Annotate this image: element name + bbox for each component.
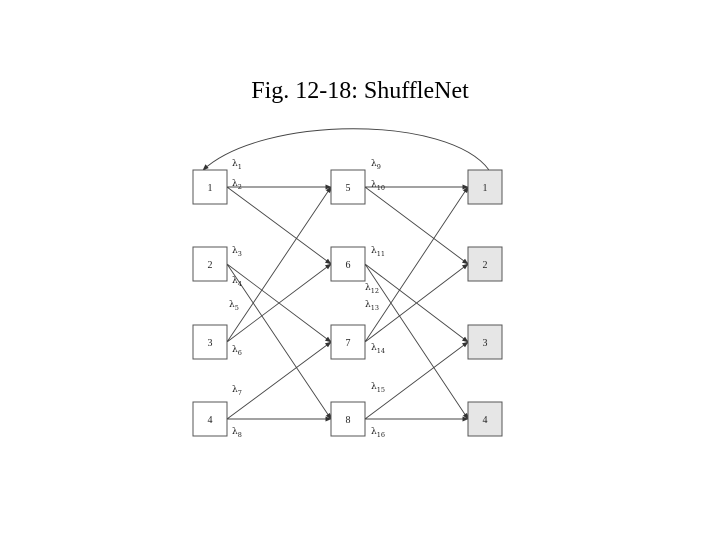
edge-m7-d2	[364, 263, 469, 343]
node-label: 6	[346, 260, 351, 271]
edge-s2-m8	[226, 263, 332, 420]
wavelength-label: λ10	[371, 180, 385, 192]
node-box	[192, 401, 228, 437]
node-box	[192, 324, 228, 360]
edge-s1-m6	[226, 186, 332, 265]
edge-m6-d4	[364, 263, 469, 420]
node-d2: 2	[467, 246, 503, 282]
wavelength-label: λ8	[232, 427, 242, 439]
node-m6: 6	[330, 246, 366, 282]
node-label: 2	[208, 260, 213, 271]
node-label: 4	[483, 415, 488, 426]
wavelength-labels-layer: λ1 λ2 λ3 λ4 λ5 λ6 λ7 λ8 λ9 λ10 λ11 λ12 λ13 λ14 λ15 λ16	[229, 159, 385, 439]
wavelength-label: λ16	[371, 427, 385, 439]
wavelength-label: λ13	[365, 300, 379, 312]
edge-s4-m7	[226, 341, 332, 420]
edges-layer	[202, 128, 490, 422]
node-m5: 5	[330, 169, 366, 205]
node-d1: 1	[467, 169, 503, 205]
node-m7: 7	[330, 324, 366, 360]
node-s2: 2	[192, 246, 228, 282]
wavelength-label: λ14	[371, 343, 385, 355]
edge-s3-m6	[226, 263, 332, 343]
node-d4: 4	[467, 401, 503, 437]
node-d3: 3	[467, 324, 503, 360]
figure-title: Fig. 12-18: ShuffleNet	[251, 78, 469, 104]
wavelength-label: λ6	[232, 345, 242, 357]
node-label: 5	[346, 183, 351, 194]
edge-s3-m5	[226, 186, 332, 343]
wavelength-label: λ15	[371, 382, 385, 394]
node-box	[330, 246, 366, 282]
edge-m5-d2	[364, 186, 469, 265]
wavelength-label: λ3	[232, 246, 242, 258]
node-label: 8	[346, 415, 351, 426]
node-box	[192, 246, 228, 282]
node-label: 4	[208, 415, 213, 426]
edge-m7-d1	[364, 186, 469, 343]
node-label: 1	[483, 183, 488, 194]
wavelength-label: λ12	[365, 283, 379, 295]
node-box	[467, 401, 503, 437]
node-s3: 3	[192, 324, 228, 360]
node-label: 2	[483, 260, 488, 271]
wavelength-label: λ9	[371, 159, 381, 171]
node-s4: 4	[192, 401, 228, 437]
wraparound-edge	[202, 128, 490, 171]
nodes-layer: 1 2 3 4 5 6 7 8 1 2 3 4	[192, 169, 503, 437]
edge-m8-d3	[364, 341, 469, 420]
node-box	[467, 324, 503, 360]
node-label: 3	[208, 338, 213, 349]
wavelength-label: λ11	[371, 246, 385, 258]
node-box	[192, 169, 228, 205]
node-box	[330, 401, 366, 437]
node-box	[467, 169, 503, 205]
wavelength-label: λ5	[229, 300, 239, 312]
wavelength-label: λ4	[232, 276, 242, 288]
node-label: 1	[208, 183, 213, 194]
wavelength-label: λ2	[232, 179, 242, 191]
node-s1: 1	[192, 169, 228, 205]
node-box	[330, 324, 366, 360]
node-m8: 8	[330, 401, 366, 437]
node-label: 3	[483, 338, 488, 349]
node-box	[467, 246, 503, 282]
node-label: 7	[346, 338, 351, 349]
node-box	[330, 169, 366, 205]
wavelength-label: λ1	[232, 159, 242, 171]
wavelength-label: λ7	[232, 385, 242, 397]
